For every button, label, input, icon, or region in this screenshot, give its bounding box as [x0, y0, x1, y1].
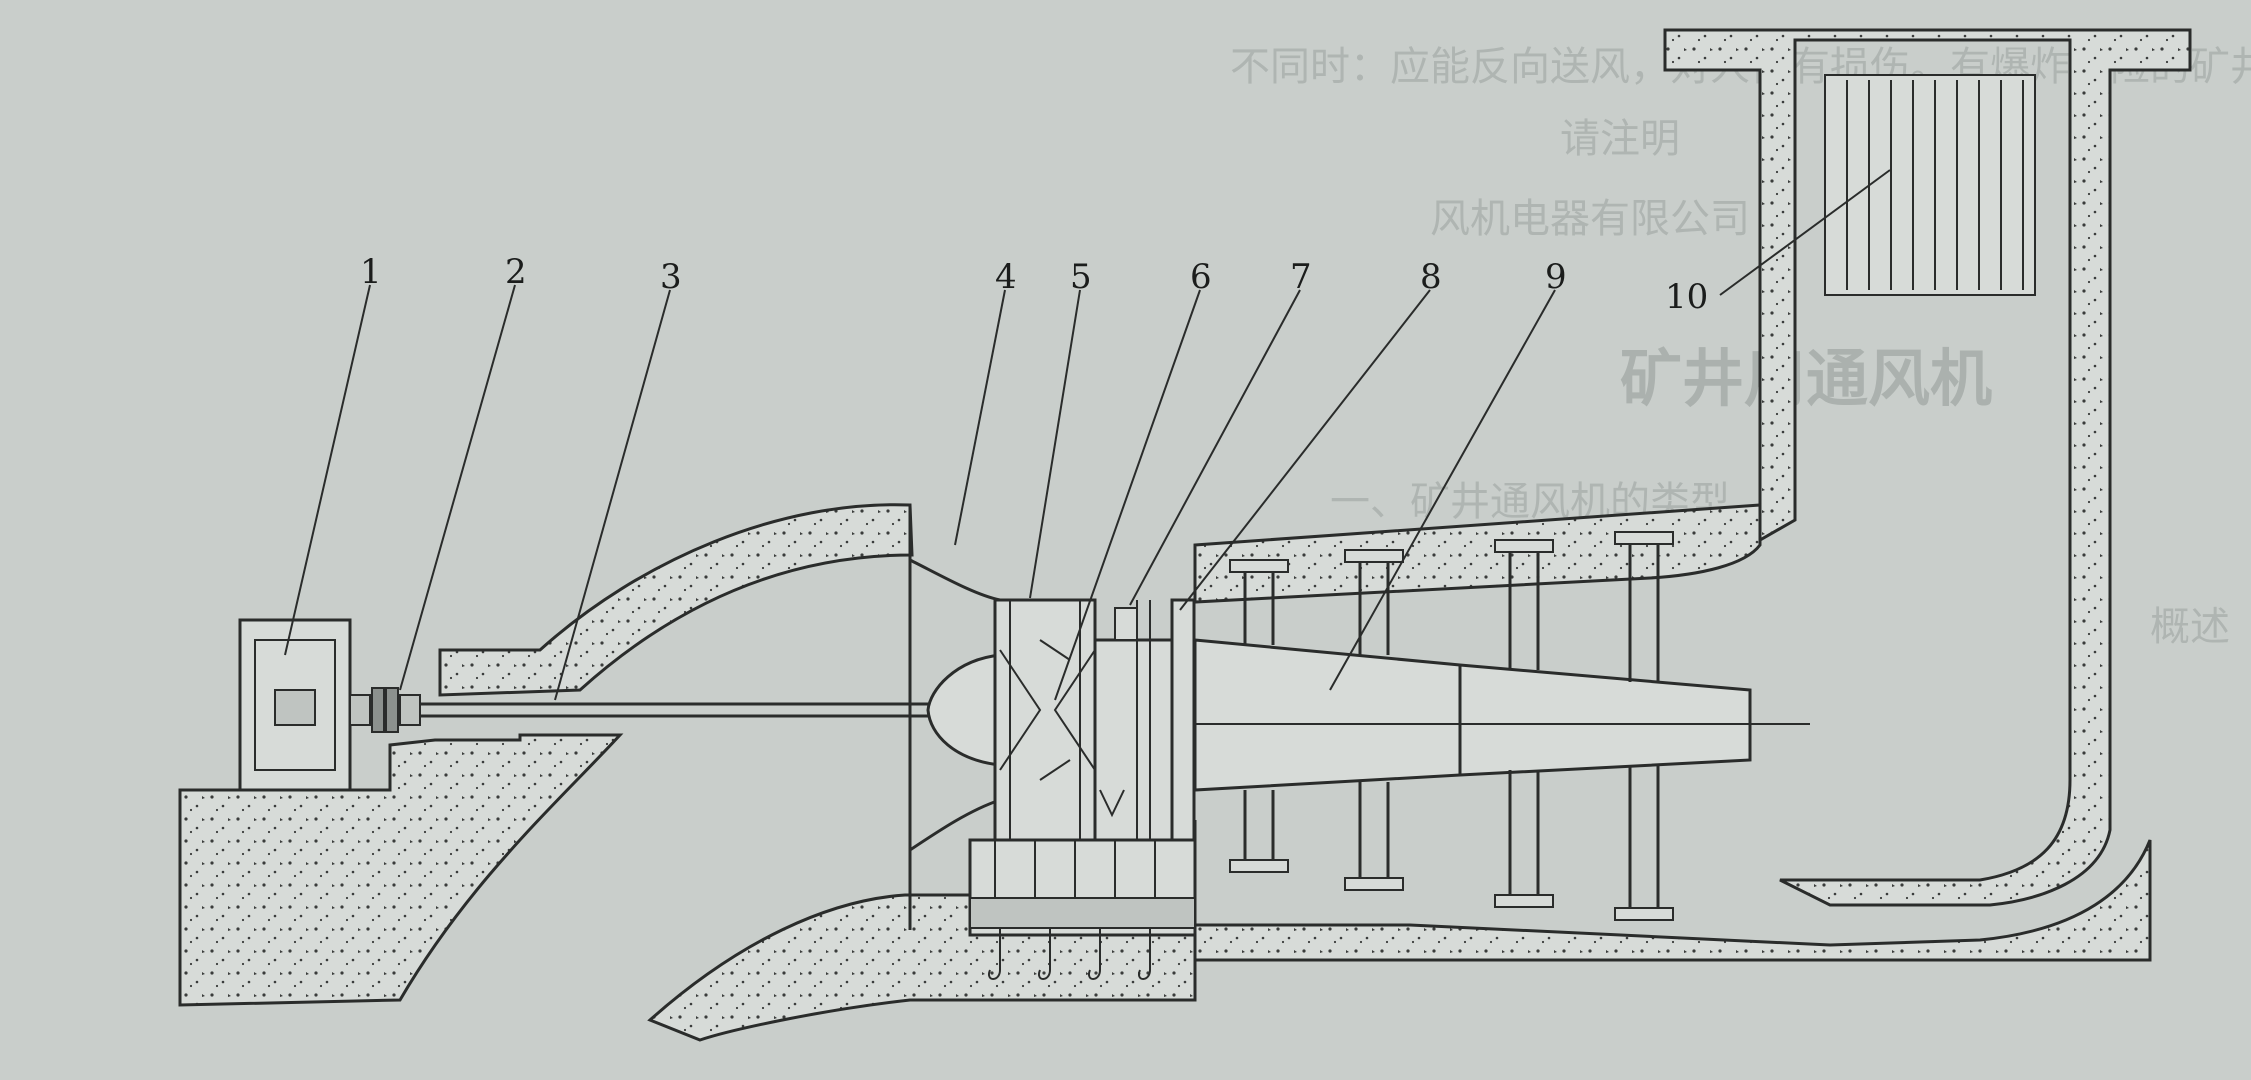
diffuser-upper-slab [1193, 503, 1762, 604]
diffuser-lower-slab [1193, 820, 2152, 962]
label-2: 2 [505, 252, 527, 292]
motor [228, 618, 360, 792]
guide-vane-section [1093, 600, 1177, 850]
inlet-nose-cone [926, 653, 1002, 767]
label-7: 7 [1290, 257, 1312, 297]
ghost-heading: 矿井用通风机 [1620, 342, 1992, 415]
motor-foundation [178, 733, 624, 1007]
label-3: 3 [660, 257, 682, 297]
base-frame [968, 838, 1197, 980]
collector-housing [908, 505, 1001, 930]
leader-lines [284, 169, 1891, 701]
part-number-labels: 1 2 3 4 5 6 7 8 9 10 [360, 252, 1708, 317]
ghost-line-2: 请注明 [1560, 116, 1680, 162]
label-1: 1 [360, 252, 382, 292]
label-9: 9 [1545, 257, 1567, 297]
inlet-upper-arch [438, 503, 914, 697]
ghost-line-3: 风机电器有限公司 [1430, 196, 1750, 242]
evase-stack [1663, 28, 2192, 907]
ghost-line-6: 概述 [2150, 604, 2230, 650]
label-4: 4 [995, 257, 1017, 297]
diffuser-supports [1229, 531, 1674, 921]
diffuser-cone [1193, 638, 1810, 792]
casing-flange [1170, 598, 1196, 862]
fan-casing [993, 598, 1097, 842]
anchor-bolts [988, 928, 1151, 980]
main-shaft [420, 702, 960, 718]
label-6: 6 [1190, 257, 1212, 297]
coupling [349, 687, 421, 733]
label-10: 10 [1665, 277, 1708, 317]
louvre-grille [1824, 74, 2036, 296]
label-5: 5 [1070, 257, 1092, 297]
label-8: 8 [1420, 257, 1442, 297]
